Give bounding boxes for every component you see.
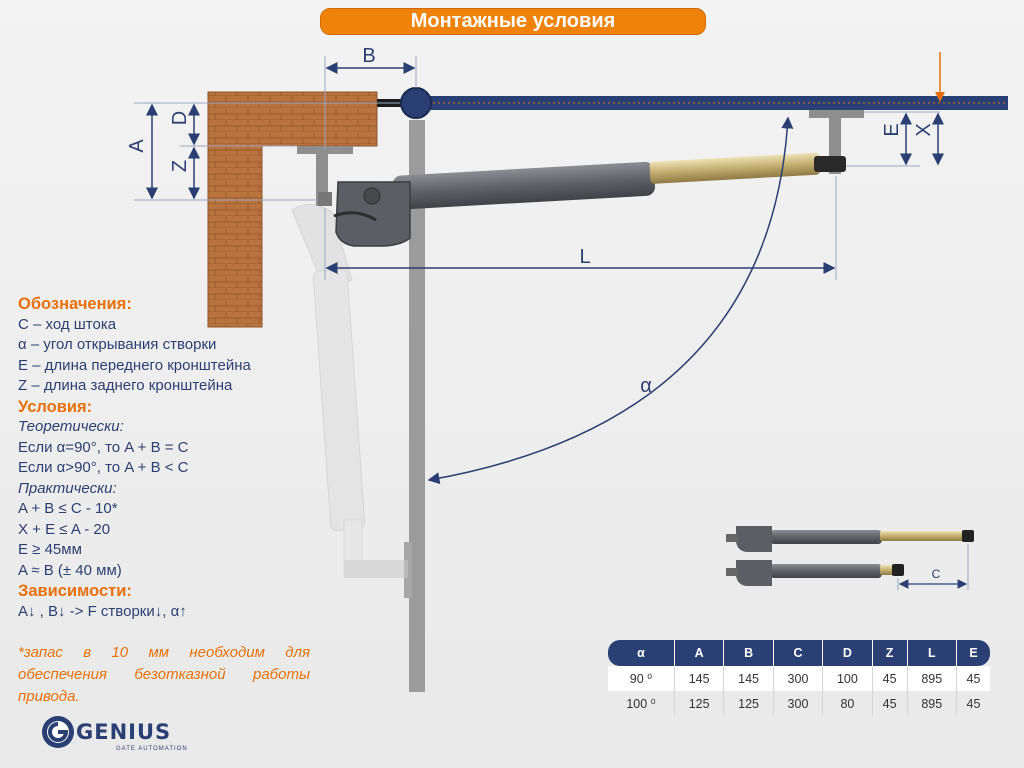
table-cell: 45: [966, 696, 981, 711]
dim-label-l: L: [579, 246, 590, 268]
logo-tagline: GATE AUTOMATION: [116, 746, 188, 752]
col-header-b: B: [724, 640, 774, 666]
dim-label-alpha: α: [640, 375, 652, 397]
opening-angle-arc: [427, 116, 794, 485]
legend-heading-dependencies: Зависимости:: [18, 582, 132, 600]
col-header-d: D: [823, 640, 873, 666]
hinge-icon: [400, 87, 432, 119]
dim-label-a: A: [126, 139, 148, 153]
dim-label-x: X: [913, 123, 935, 136]
col-header-l: L: [907, 640, 957, 666]
table-cell: 895: [908, 691, 957, 716]
footnote: *запас в 10 мм необходим для обеспечения…: [18, 644, 310, 705]
table-cell: 300: [773, 666, 824, 691]
table-cell: 45: [872, 666, 908, 691]
table-cell: 125: [724, 691, 774, 716]
table-cell: 90 ⁰: [608, 666, 675, 691]
legend-item: Если α=90°, то A + B = C: [18, 438, 189, 456]
dim-label-z: Z: [169, 160, 191, 172]
table-cell: 895: [907, 666, 957, 691]
legend-item: A↓ , B↓ -> F створки↓, α↑: [18, 602, 187, 620]
front-bracket: [809, 110, 864, 118]
table-cell: 45: [873, 691, 908, 716]
col-header-alpha: α: [608, 640, 675, 666]
col-header-z: Z: [872, 640, 908, 666]
table-cell: 100: [823, 666, 873, 691]
table-cell: 100 ⁰: [608, 691, 675, 716]
table-cell: 45: [957, 666, 990, 691]
legend-heading-conditions: Условия:: [18, 397, 93, 416]
stroke-illustration: C: [726, 526, 974, 590]
col-header-c: C: [773, 640, 824, 666]
legend-heading-designations: Обозначения:: [18, 295, 132, 313]
legend-subheading-practice: Практически:: [18, 479, 117, 497]
legend-item: A + B ≤ C - 10*: [18, 500, 118, 517]
dim-label-b: B: [362, 45, 375, 67]
dim-label-e: E: [881, 123, 903, 136]
table-cell: 300: [774, 691, 824, 716]
legend-item: α – угол открывания створки: [18, 336, 217, 353]
dim-label-c: C: [932, 567, 941, 581]
page-title: Монтажные условия: [320, 8, 706, 35]
table-header-row: α A B C D Z L E: [608, 640, 990, 666]
dimensions-table: α A B C D Z L E 90 ⁰ 145 145 300 100 45 …: [608, 640, 990, 716]
genius-logo-icon: [42, 716, 74, 748]
col-header-a: A: [674, 640, 725, 666]
table-cell: 145: [724, 666, 774, 691]
col-header-e: E: [957, 640, 990, 666]
legend-item: C – ход штока: [18, 315, 117, 333]
legend-item: X + E ≤ A - 20: [18, 520, 111, 538]
table-cell: 145: [674, 666, 725, 691]
logo-wordmark: GENIUS: [76, 720, 172, 744]
table-cell: 125: [675, 691, 725, 716]
legend-panel: Обозначения: C – ход штока α – угол откр…: [18, 294, 310, 622]
table-cell: 80: [823, 691, 873, 716]
legend-item: E – длина переднего кронштейна: [18, 356, 251, 374]
legend-item: A ≈ B (± 40 мм): [18, 561, 122, 579]
legend-item: Если α>90°, то A + B < C: [18, 459, 189, 476]
legend-item: Z – длина заднего кронштейна: [18, 377, 233, 394]
dim-label-d: D: [169, 111, 191, 125]
legend-item: E ≥ 45мм: [18, 541, 82, 558]
table-row: 90 ⁰ 145 145 300 100 45 895 45: [608, 666, 990, 691]
table-row: 100 ⁰ 125 125 300 80 45 895 45: [608, 691, 990, 716]
genius-logo: GENIUS GATE AUTOMATION: [40, 714, 187, 755]
legend-subheading-theory: Теоретически:: [18, 418, 124, 435]
